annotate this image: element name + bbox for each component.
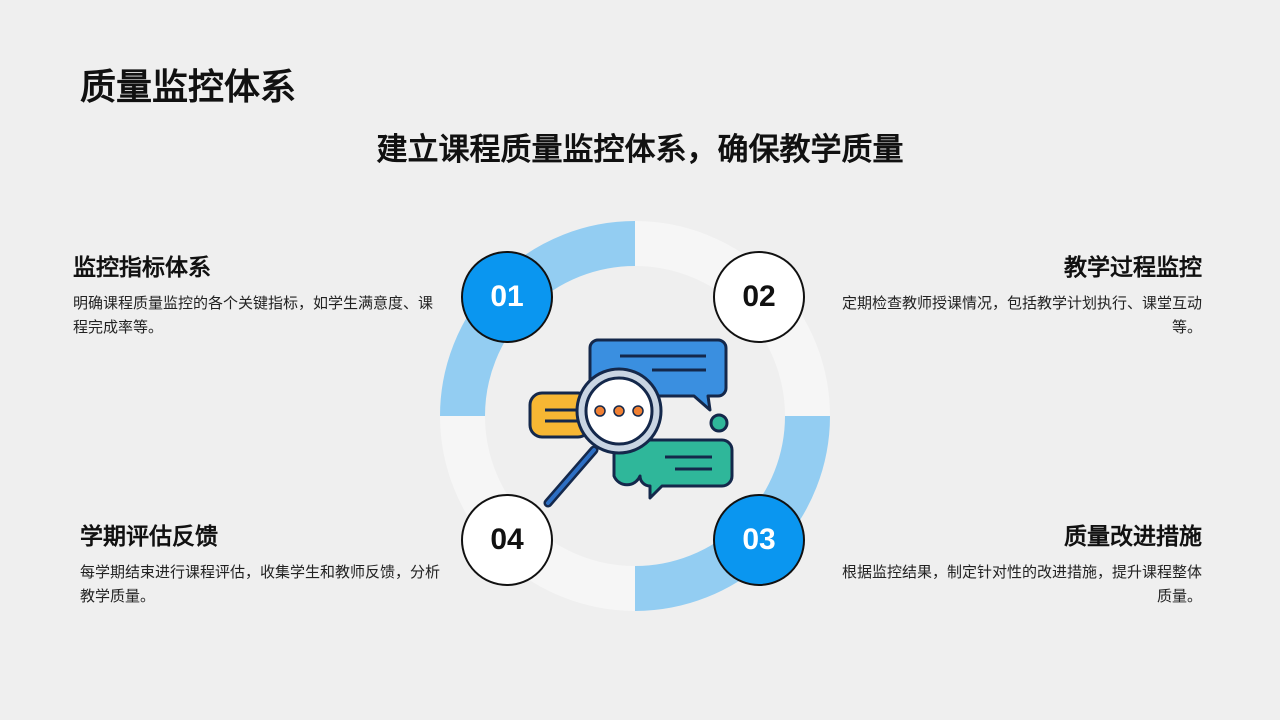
item-04: 学期评估反馈 每学期结束进行课程评估，收集学生和教师反馈，分析教学质量。: [80, 517, 440, 609]
item-heading: 学期评估反馈: [80, 523, 218, 549]
item-description: 明确课程质量监控的各个关键指标，如学生满意度、课程完成率等。: [73, 295, 434, 336]
item-heading: 监控指标体系: [73, 254, 211, 280]
step-badge-04: 04: [461, 494, 553, 586]
step-badge-02: 02: [713, 251, 805, 343]
item-heading: 质量改进措施: [1064, 523, 1202, 549]
step-badge-03: 03: [713, 494, 805, 586]
subtitle: 建立课程质量监控体系，确保教学质量: [376, 132, 904, 167]
item-description: 根据监控结果，制定针对性的改进措施，提升课程整体质量。: [841, 564, 1202, 605]
item-description: 定期检查教师授课情况，包括教学计划执行、课堂互动等。: [841, 295, 1202, 336]
item-03: 质量改进措施 根据监控结果，制定针对性的改进措施，提升课程整体质量。: [840, 517, 1202, 609]
item-heading: 教学过程监控: [1064, 254, 1202, 280]
item-02: 教学过程监控 定期检查教师授课情况，包括教学计划执行、课堂互动等。: [840, 248, 1202, 340]
item-description: 每学期结束进行课程评估，收集学生和教师反馈，分析教学质量。: [80, 564, 441, 605]
item-01: 监控指标体系 明确课程质量监控的各个关键指标，如学生满意度、课程完成率等。: [73, 248, 443, 340]
step-badge-01: 01: [461, 251, 553, 343]
magnifier-chat-icon: [528, 338, 734, 508]
page-title: 质量监控体系: [80, 66, 297, 107]
